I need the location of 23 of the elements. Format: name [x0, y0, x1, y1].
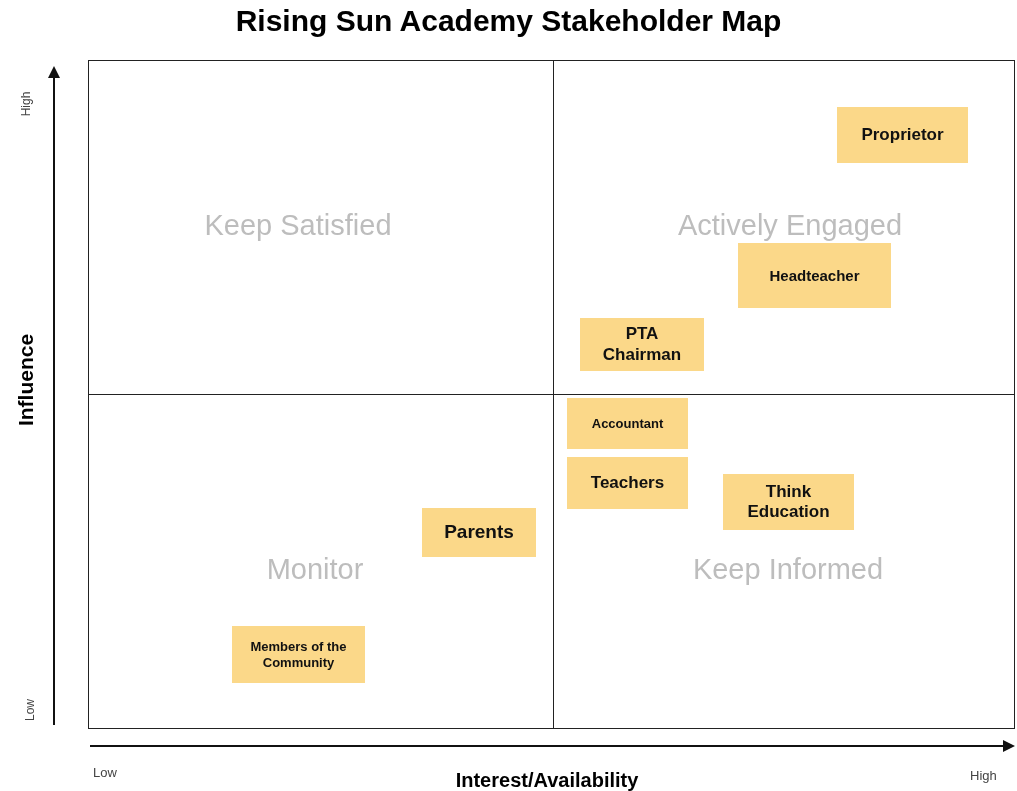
- quadrant-label: Monitor: [266, 552, 364, 586]
- sticky-note: Teachers: [567, 457, 688, 509]
- sticky-note: Proprietor: [837, 107, 968, 163]
- chart-title: Rising Sun Academy Stakeholder Map: [234, 4, 783, 38]
- axis-label: Low: [93, 765, 117, 780]
- sticky-note: Parents: [422, 508, 536, 557]
- quadrant-panel: [553, 394, 1015, 729]
- sticky-note: Think Education: [723, 474, 854, 530]
- quadrant-panel: [553, 60, 1015, 395]
- sticky-note: Accountant: [567, 398, 688, 449]
- quadrant-panel: [88, 60, 554, 395]
- quadrant-label: Actively Engaged: [677, 208, 903, 242]
- quadrant-panel: [88, 394, 554, 729]
- axis-label: High: [970, 768, 997, 783]
- quadrant-label: Keep Informed: [692, 552, 884, 586]
- axis-label: High: [19, 91, 33, 117]
- quadrant-label: Keep Satisfied: [204, 208, 392, 242]
- sticky-note: PTA Chairman: [580, 318, 704, 371]
- axis-title: Influence: [14, 333, 38, 427]
- sticky-note: Members of the Community: [232, 626, 365, 683]
- sticky-note: Headteacher: [738, 243, 891, 308]
- axis-title: Interest/Availability: [455, 768, 639, 791]
- axis-label: Low: [23, 699, 37, 721]
